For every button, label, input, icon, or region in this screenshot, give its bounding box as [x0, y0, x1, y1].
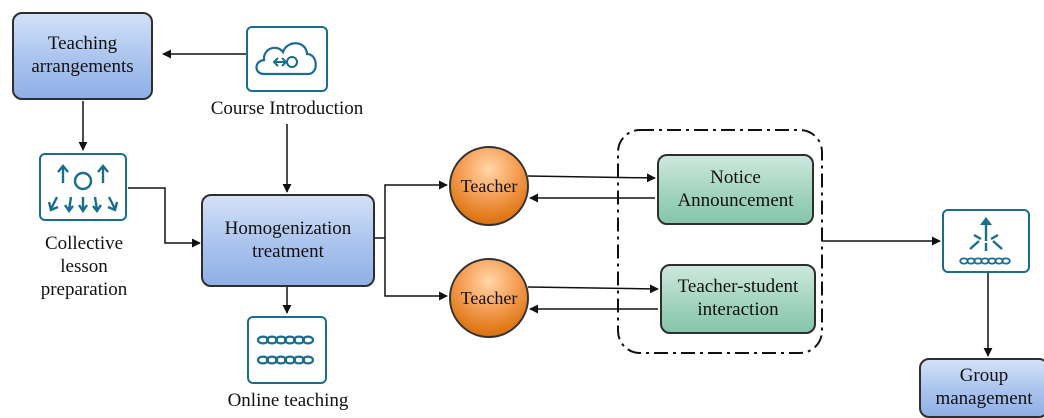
notice-announcement-label: Notice Announcement	[677, 166, 794, 211]
chain-links-icon	[247, 316, 327, 384]
teacher-student-interaction-box: Teacher-student interaction	[660, 264, 816, 334]
teacher-node-bottom: Teacher	[449, 258, 529, 338]
merge-arrows-icon	[942, 209, 1030, 273]
homogenization-treatment-box: Homogenization treatment	[201, 194, 375, 287]
homogenization-treatment-label: Homogenization treatment	[224, 217, 352, 262]
teaching-arrangements-box: Teaching arrangements	[12, 12, 153, 100]
group-management-box: Group management	[919, 358, 1044, 418]
arrow-collective-to-homogenization	[128, 187, 201, 248]
arrow-to-teacher-top	[384, 180, 448, 238]
teaching-arrangements-label: Teaching arrangements	[31, 33, 134, 77]
course-introduction-label: Course Introduction	[210, 98, 364, 119]
arrow-to-teacher-bottom	[384, 238, 448, 301]
notice-announcement-box: Notice Announcement	[657, 154, 814, 225]
teacher-top-label: Teacher	[460, 175, 518, 196]
teacher-student-interaction-label: Teacher-student interaction	[677, 276, 799, 320]
cloud-sync-icon	[246, 26, 328, 92]
arrow-teacher-to-interaction	[527, 284, 659, 294]
arrow-teacher-to-notice	[527, 173, 656, 183]
teacher-bottom-label: Teacher	[460, 287, 518, 308]
distribute-arrows-icon	[39, 153, 127, 221]
teacher-node-top: Teacher	[449, 146, 529, 226]
collective-lesson-preparation-label: Collective lesson preparation	[40, 233, 128, 301]
channel-group-frame	[617, 129, 823, 354]
group-management-label: Group management	[935, 365, 1033, 409]
online-teaching-label: Online teaching	[227, 390, 349, 411]
